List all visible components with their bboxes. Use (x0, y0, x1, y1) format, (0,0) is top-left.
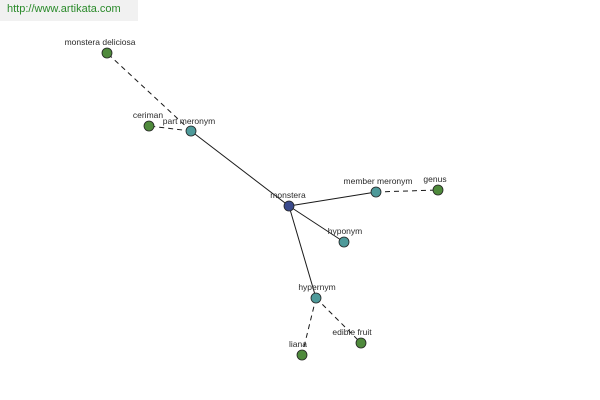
node-label-part-meronym[interactable]: part meronym (163, 116, 215, 126)
edge-monstera-to-part-meronym (190, 130, 290, 207)
edge-monstera-to-hypernym (288, 205, 317, 299)
node-hypernym[interactable] (310, 292, 322, 304)
labels-layer: monstera part meronym member meronym hypony… (65, 37, 447, 349)
node-liana[interactable] (296, 349, 308, 361)
node-monstera-deliciosa[interactable] (101, 47, 113, 59)
node-label-edible-fruit[interactable]: edible fruit (332, 327, 372, 337)
node-label-member-meronym[interactable]: member meronym (344, 176, 413, 186)
site-url[interactable]: http://www.artikata.com (7, 3, 121, 15)
edge-part-meronym-to-ceriman (148, 125, 192, 132)
node-label-genus[interactable]: genus (423, 174, 446, 184)
node-label-monstera-deliciosa[interactable]: monstera deliciosa (65, 37, 136, 47)
edges-layer (106, 52, 439, 356)
node-label-liana[interactable]: liana (289, 339, 307, 349)
nodes-layer (101, 47, 444, 361)
node-part-meronym[interactable] (185, 125, 197, 137)
node-member-meronym[interactable] (370, 186, 382, 198)
edge-monstera-to-hyponym (288, 205, 345, 243)
node-ceriman[interactable] (143, 120, 155, 132)
edge-member-meronym-to-genus (375, 189, 439, 193)
edge-hypernym-to-edible-fruit (315, 297, 362, 344)
node-hyponym[interactable] (338, 236, 350, 248)
node-label-hypernym[interactable]: hypernym (298, 282, 335, 292)
node-label-monstera[interactable]: monstera (270, 190, 306, 200)
edge-part-meronym-to-monstera-deliciosa (106, 52, 192, 132)
url-banner: http://www.artikata.com (0, 0, 138, 21)
node-label-hyponym[interactable]: hyponym (328, 226, 363, 236)
node-genus[interactable] (432, 184, 444, 196)
node-monstera[interactable] (283, 200, 295, 212)
node-edible-fruit[interactable] (355, 337, 367, 349)
edge-hypernym-to-liana (301, 297, 317, 356)
edge-monstera-to-member-meronym (288, 191, 377, 207)
node-label-ceriman[interactable]: ceriman (133, 110, 164, 120)
